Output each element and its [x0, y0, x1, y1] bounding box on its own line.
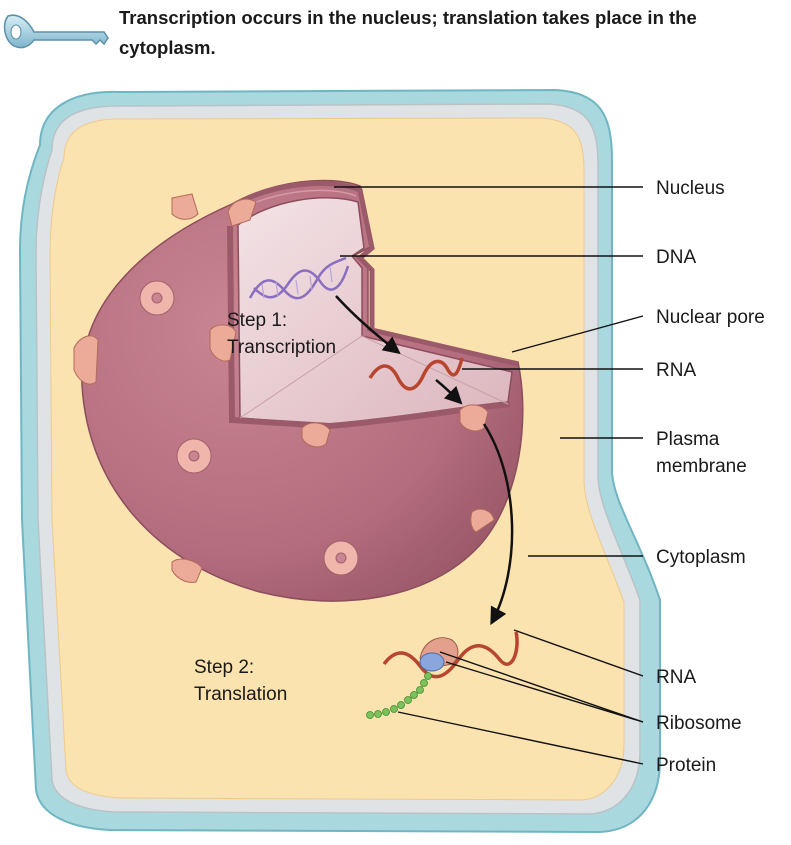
- label-rna-nucleus: RNA: [656, 360, 696, 381]
- label-nucleus: Nucleus: [656, 178, 725, 199]
- label-rna-cytoplasm: RNA: [656, 667, 696, 688]
- step-2-line-1: Step 2:: [194, 657, 254, 678]
- step-1-line-1: Step 1:: [227, 310, 287, 331]
- label-plasma-membrane-2: membrane: [656, 456, 747, 477]
- step-1-line-2: Transcription: [227, 337, 336, 358]
- label-protein: Protein: [656, 755, 716, 776]
- label-dna: DNA: [656, 247, 696, 268]
- step-2-line-2: Translation: [194, 684, 287, 705]
- label-ribosome: Ribosome: [656, 713, 742, 734]
- label-nuclear-pore: Nuclear pore: [656, 307, 765, 328]
- label-cytoplasm: Cytoplasm: [656, 547, 746, 568]
- label-plasma-membrane-1: Plasma: [656, 429, 720, 450]
